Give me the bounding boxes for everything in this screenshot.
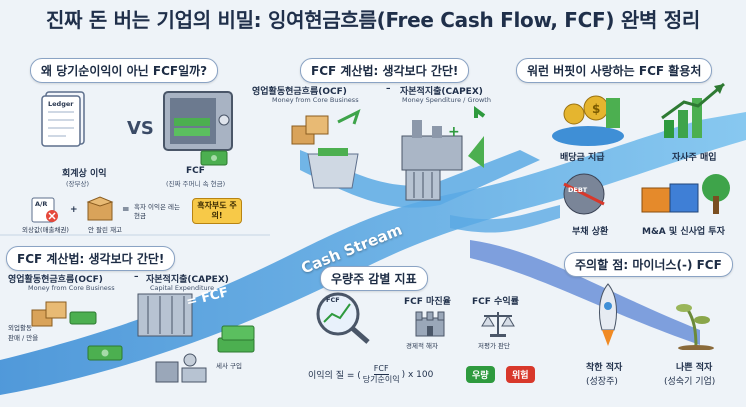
cash-stack-icon (87, 345, 123, 361)
ocf-top-sub: Money from Core Business (272, 96, 359, 104)
good-deficit-label: 착한 적자 (586, 363, 623, 373)
buyback-icon (661, 82, 725, 138)
good-deficit-sub: (성장주) (586, 377, 618, 387)
receivable-icon (31, 197, 58, 223)
svg-text:$: $ (592, 102, 600, 116)
magnifier-icon (316, 292, 370, 344)
buyback-label: 자사주 매입 (672, 153, 717, 163)
formula-fraction: FCF 당기순이익 (363, 364, 400, 385)
ledger-icon (41, 91, 85, 147)
safe-icon (163, 91, 233, 151)
dividend-label: 배당금 지급 (560, 153, 605, 163)
ar-tag: A/R (35, 200, 48, 208)
lower-branch (470, 240, 700, 345)
ma-puzzle-icon (641, 174, 730, 214)
minus-top: – (386, 84, 391, 94)
risk-badge: 위험 (506, 366, 535, 383)
fcf-gate-icon (137, 293, 193, 337)
inventory-label: 안 팔린 재고 (88, 226, 123, 234)
bad-deficit-label: 나쁜 적자 (676, 363, 713, 373)
yield-sub: 저평가 판단 (478, 342, 510, 350)
factory-icon: + (401, 106, 486, 171)
castle-icon (415, 311, 445, 337)
section-buffett-header: 워런 버핏이 사랑하는 FCF 활용처 (516, 58, 713, 83)
filter-gate-icon (405, 169, 441, 201)
fcf-sub: (진짜 주머니 속 현금) (166, 180, 226, 188)
formula-numerator: FCF (373, 364, 389, 375)
warning-sign: 흑자부도 주의! (192, 198, 242, 224)
equals-sign: = (122, 205, 130, 215)
fcf-label: FCF (186, 166, 205, 176)
section-why-header: 왜 당기순이익이 아닌 FCF일까? (30, 58, 219, 83)
equipment-label: 세사 구입 (216, 362, 242, 370)
capex-top-sub: Money Spenditure / Growth (402, 96, 491, 104)
debt-label: 부채 상환 (572, 227, 609, 237)
receivable-label: 외상값(매출채권) (22, 226, 69, 234)
cash-bill-icon (200, 150, 228, 166)
magnifier-tag: FCF (326, 296, 340, 304)
svg-text:+: + (448, 124, 460, 140)
upper-branch (300, 150, 540, 208)
ocf-bucket-icon (291, 109, 361, 189)
bad-deficit-sub: (성숙기 기업) (664, 377, 716, 387)
accounting-profit-label: 회계상 이익 (62, 169, 107, 179)
capex-bottom-label: 자본적지출(CAPEX) (146, 275, 229, 285)
ma-label: M&A 및 신사업 투자 (642, 227, 725, 237)
ops-label-1: 외업활동 (8, 324, 32, 332)
debt-ball-icon (563, 173, 605, 215)
margin-sub: 경제적 해자 (406, 342, 438, 350)
ocf-bottom-label: 영업활동현금흐름(OCF) (8, 275, 103, 285)
quality-formula: 이익의 질 = ( FCF 당기순이익 ) x 100 (308, 364, 433, 385)
section-calc-top-header: FCF 계산법: 생각보다 간단! (300, 58, 470, 83)
ops-label-2: 판매 / 만을 (8, 334, 39, 342)
capex-bottom-sub: Capital Expenditure (150, 284, 215, 292)
wilted-plant-icon (676, 304, 714, 350)
rocket-icon (599, 283, 617, 346)
plus-sign: + (70, 205, 78, 215)
ocf-top-label: 영업활동현금흐름(OCF) (252, 87, 347, 97)
debt-tag: DEBT (568, 186, 588, 194)
formula-denominator: 당기순이익 (362, 375, 400, 384)
accounting-profit-sub: (장부상) (66, 180, 90, 188)
equipment-icon (155, 353, 207, 383)
minus-bottom: – (134, 272, 139, 282)
section-quality-header: 우량주 감별 지표 (320, 266, 428, 291)
good-badge: 우량 (466, 366, 495, 383)
ledger-tag: Ledger (48, 100, 74, 108)
debt-branch (450, 205, 560, 233)
money-pile-icon (217, 325, 255, 353)
margin-label: FCF 마진율 (404, 297, 451, 307)
section-negative-header: 주의할 점: 마이너스(-) FCF (564, 252, 733, 277)
not-cash-label: 흑자 이익은 레는 현금 (134, 203, 180, 220)
yield-label: FCF 수익률 (472, 297, 519, 307)
section-calc-bottom-header: FCF 계산법: 생각보다 간단! (6, 246, 176, 271)
dividend-icon: $ (552, 95, 624, 146)
scale-icon (481, 312, 515, 337)
formula-prefix: 이익의 질 = ( (308, 371, 361, 381)
capex-top-label: 자본적지출(CAPEX) (400, 87, 483, 97)
formula-suffix: ) x 100 (401, 369, 434, 380)
inventory-box-icon (86, 196, 114, 221)
page-title: 진짜 돈 버는 기업의 비밀: 잉여현금흐름(Free Cash Flow, F… (46, 8, 700, 32)
ocf-bottom-sub: Money from Core Business (28, 284, 115, 292)
vs-label: VS (127, 118, 154, 139)
ops-boxes-icon (31, 301, 97, 327)
